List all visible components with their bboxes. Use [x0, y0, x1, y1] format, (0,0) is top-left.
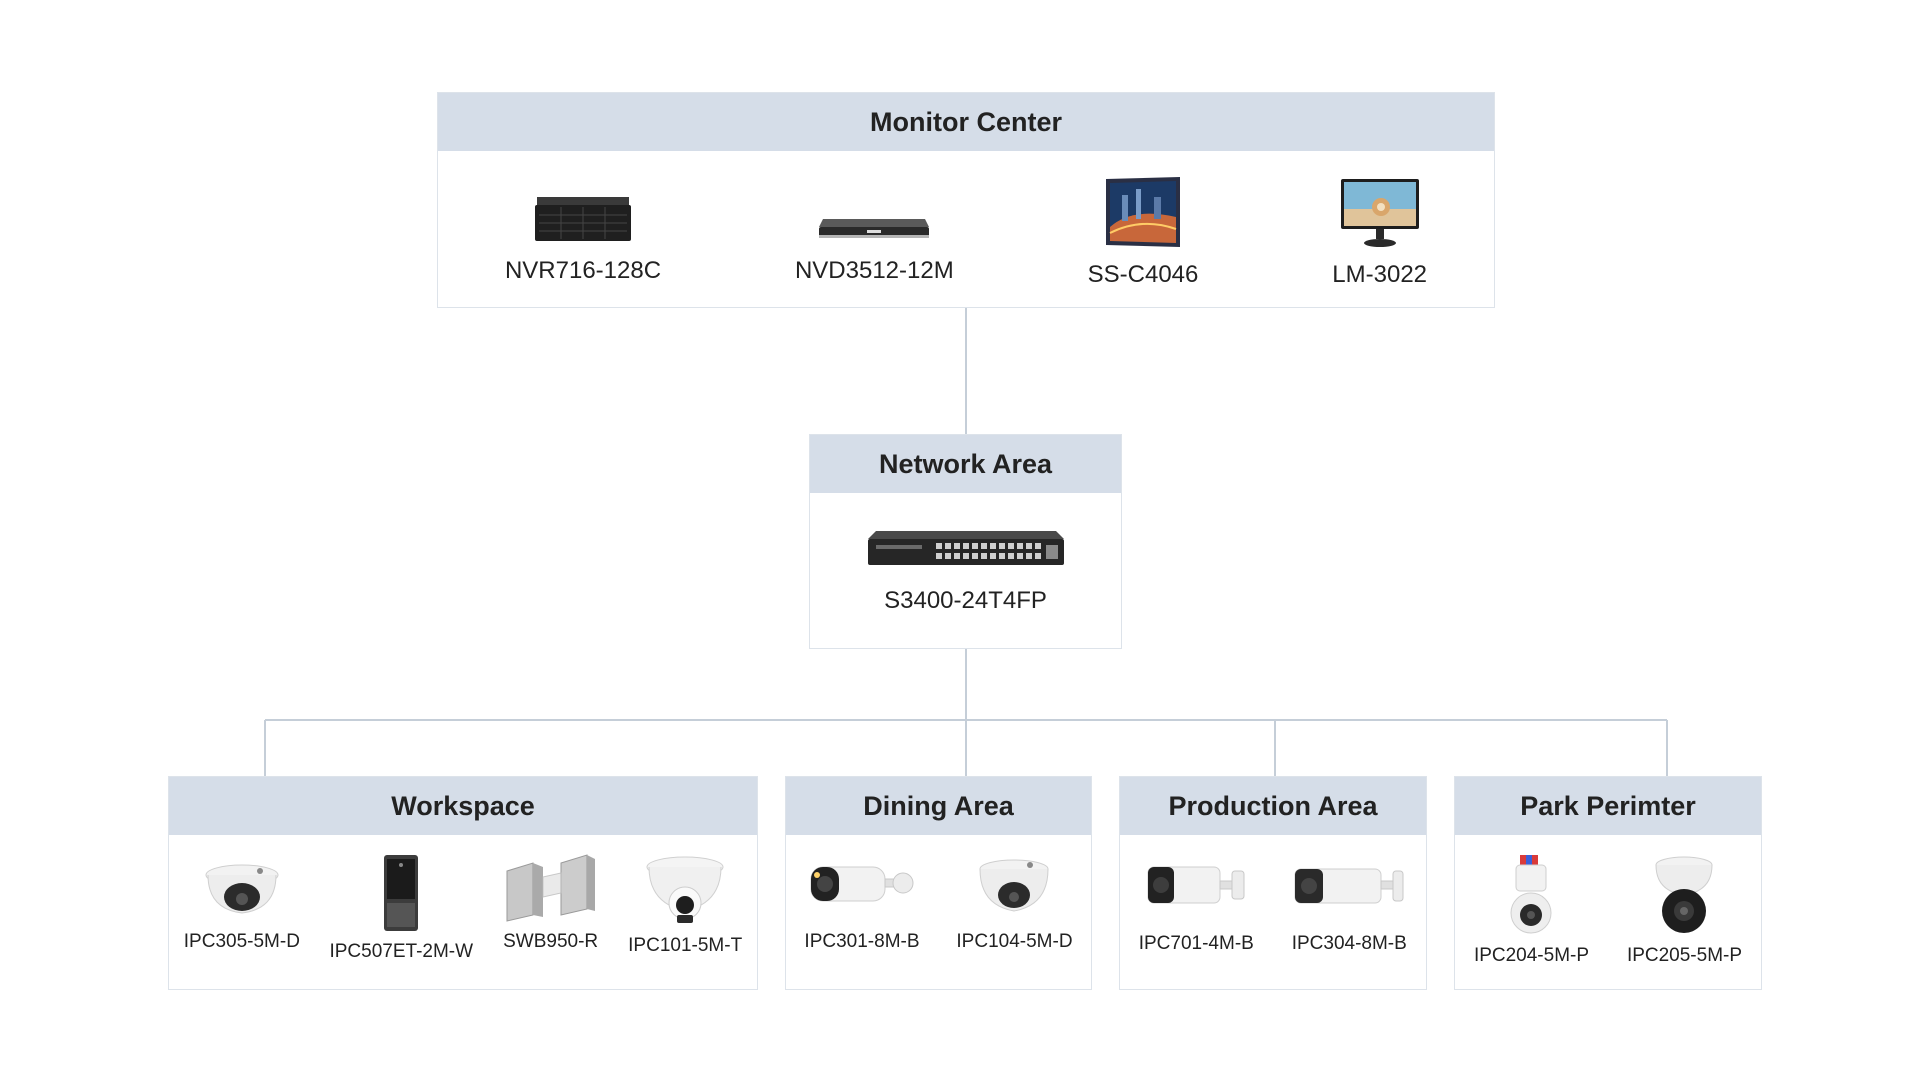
device-label: IPC305-5M-D — [183, 931, 300, 952]
dining-area-box: Dining Area IPC301-8M-B — [785, 776, 1092, 990]
access-terminal-icon — [381, 853, 421, 933]
video-decoder-icon — [815, 177, 933, 245]
device-ipc305: IPC305-5M-D — [184, 853, 300, 953]
device-ipc301: IPC301-8M-B — [804, 853, 920, 953]
device-ipc104: IPC104-5M-D — [956, 853, 1073, 953]
device-ipc101: IPC101-5M-T — [628, 853, 742, 957]
device-ipc204: IPC204-5M-P — [1474, 853, 1589, 967]
workspace-box: Workspace IPC305-5M-D — [168, 776, 758, 990]
device-label: NVR716-128C — [504, 257, 662, 284]
dining-area-title: Dining Area — [786, 777, 1091, 835]
network-switch-icon — [866, 527, 1066, 569]
turnstile-gate-icon — [503, 853, 599, 923]
dome-camera-icon — [976, 853, 1052, 923]
monitor-display-icon — [1339, 177, 1421, 249]
device-ipc701: IPC701-4M-B — [1139, 853, 1254, 955]
network-area-box: Network Area — [809, 434, 1122, 649]
production-area-box: Production Area IPC701-4M-B — [1119, 776, 1427, 990]
device-label: SWB950-R — [503, 931, 599, 952]
device-label: SS-C4046 — [1087, 261, 1199, 288]
device-label: LM-3022 — [1332, 261, 1428, 288]
device-label: IPC304-8M-B — [1291, 933, 1407, 954]
ptz-camera-icon — [1506, 853, 1556, 937]
monitor-center-box: Monitor Center NVR716-128C — [437, 92, 1495, 308]
device-label: IPC104-5M-D — [956, 931, 1073, 952]
monitor-center-title: Monitor Center — [438, 93, 1494, 151]
device-label: IPC301-8M-B — [804, 931, 920, 952]
bullet-camera-icon — [807, 853, 917, 923]
production-area-title: Production Area — [1120, 777, 1426, 835]
device-label: NVD3512-12M — [794, 257, 954, 284]
device-ipc507et: IPC507ET-2M-W — [329, 853, 473, 963]
device-ipc304: IPC304-8M-B — [1291, 853, 1407, 955]
device-label: IPC205-5M-P — [1626, 945, 1743, 966]
device-nvr716: NVR716-128C — [505, 177, 661, 285]
device-nvd3512: NVD3512-12M — [795, 177, 954, 285]
workspace-title: Workspace — [169, 777, 757, 835]
device-lm-3022: LM-3022 — [1332, 177, 1427, 289]
device-label: IPC701-4M-B — [1138, 933, 1254, 954]
device-label: IPC204-5M-P — [1473, 945, 1590, 966]
dome-camera-icon — [202, 853, 282, 923]
device-label: IPC507ET-2M-W — [329, 941, 474, 962]
park-perimeter-title: Park Perimter — [1455, 777, 1761, 835]
turret-camera-icon — [645, 853, 725, 927]
video-wall-screen-icon — [1102, 177, 1184, 249]
nvr-recorder-icon — [533, 177, 633, 245]
device-swb950: SWB950-R — [503, 853, 599, 953]
device-ss-c4046: SS-C4046 — [1087, 177, 1199, 289]
device-label: IPC101-5M-T — [628, 935, 743, 956]
network-area-title: Network Area — [810, 435, 1121, 493]
device-label: S3400-24T4FP — [884, 587, 1047, 614]
device-s3400: S3400-24T4FP — [866, 527, 1066, 615]
bullet-camera-icon — [1291, 853, 1407, 925]
park-perimeter-box: Park Perimter IPC204-5M-P — [1454, 776, 1762, 990]
bullet-camera-icon — [1144, 853, 1248, 925]
device-ipc205: IPC205-5M-P — [1627, 853, 1742, 967]
ptz-dome-camera-icon — [1651, 853, 1717, 937]
